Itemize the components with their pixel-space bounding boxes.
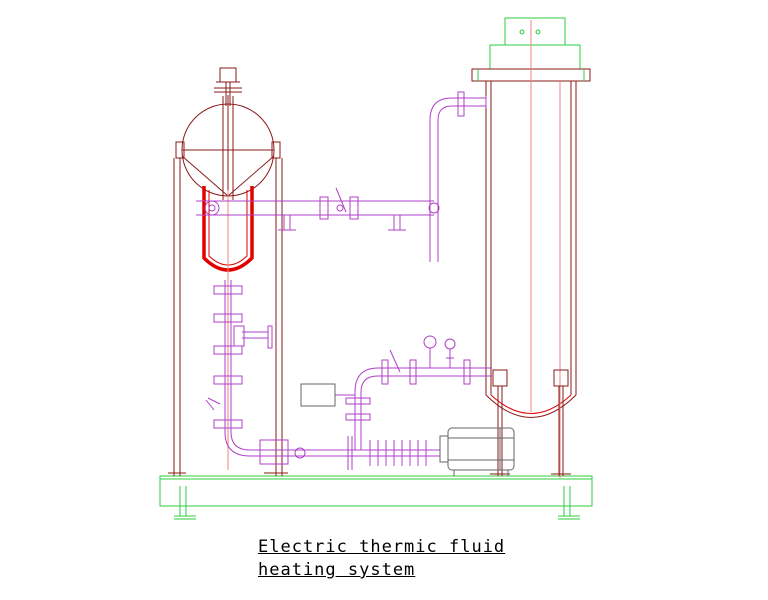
- caption-line-2: heating system: [258, 560, 416, 580]
- drawing-caption: Electric thermic fluid heating system: [258, 536, 505, 582]
- expansion-vessel: [168, 67, 288, 476]
- base-skid: [159, 475, 593, 520]
- pump-motor: [439, 427, 515, 476]
- heater-column: [471, 17, 591, 478]
- piping-network: [196, 91, 492, 470]
- strainer-filter: [300, 383, 355, 407]
- caption-line-1: Electric thermic fluid: [258, 537, 506, 557]
